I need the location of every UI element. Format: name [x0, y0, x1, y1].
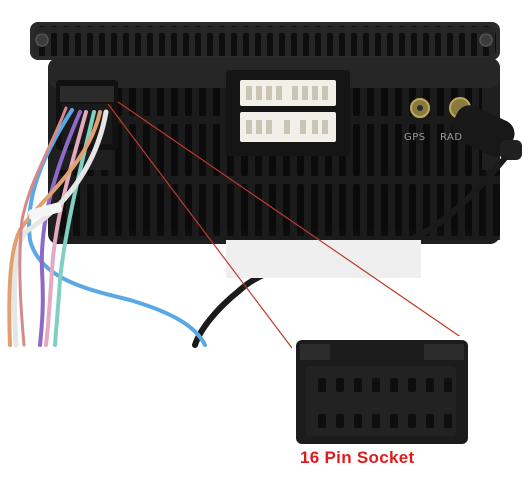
wire-bundle — [7, 106, 207, 348]
gps-label: GPS — [404, 132, 426, 143]
cable-tie — [27, 202, 63, 220]
screw-icon — [35, 33, 49, 47]
rear-sockets-block — [226, 70, 350, 156]
white-socket-upper — [240, 80, 336, 106]
connector-zoom-inset — [292, 336, 470, 446]
white-stand — [226, 240, 421, 278]
radio-antenna-label: RAD — [440, 132, 463, 143]
screw-icon — [479, 33, 493, 47]
socket-pin-holes — [318, 378, 452, 428]
zoom-pointer-lines — [107, 101, 469, 349]
front-frame — [30, 22, 500, 60]
socket-caption: 16 Pin Socket — [300, 448, 415, 467]
